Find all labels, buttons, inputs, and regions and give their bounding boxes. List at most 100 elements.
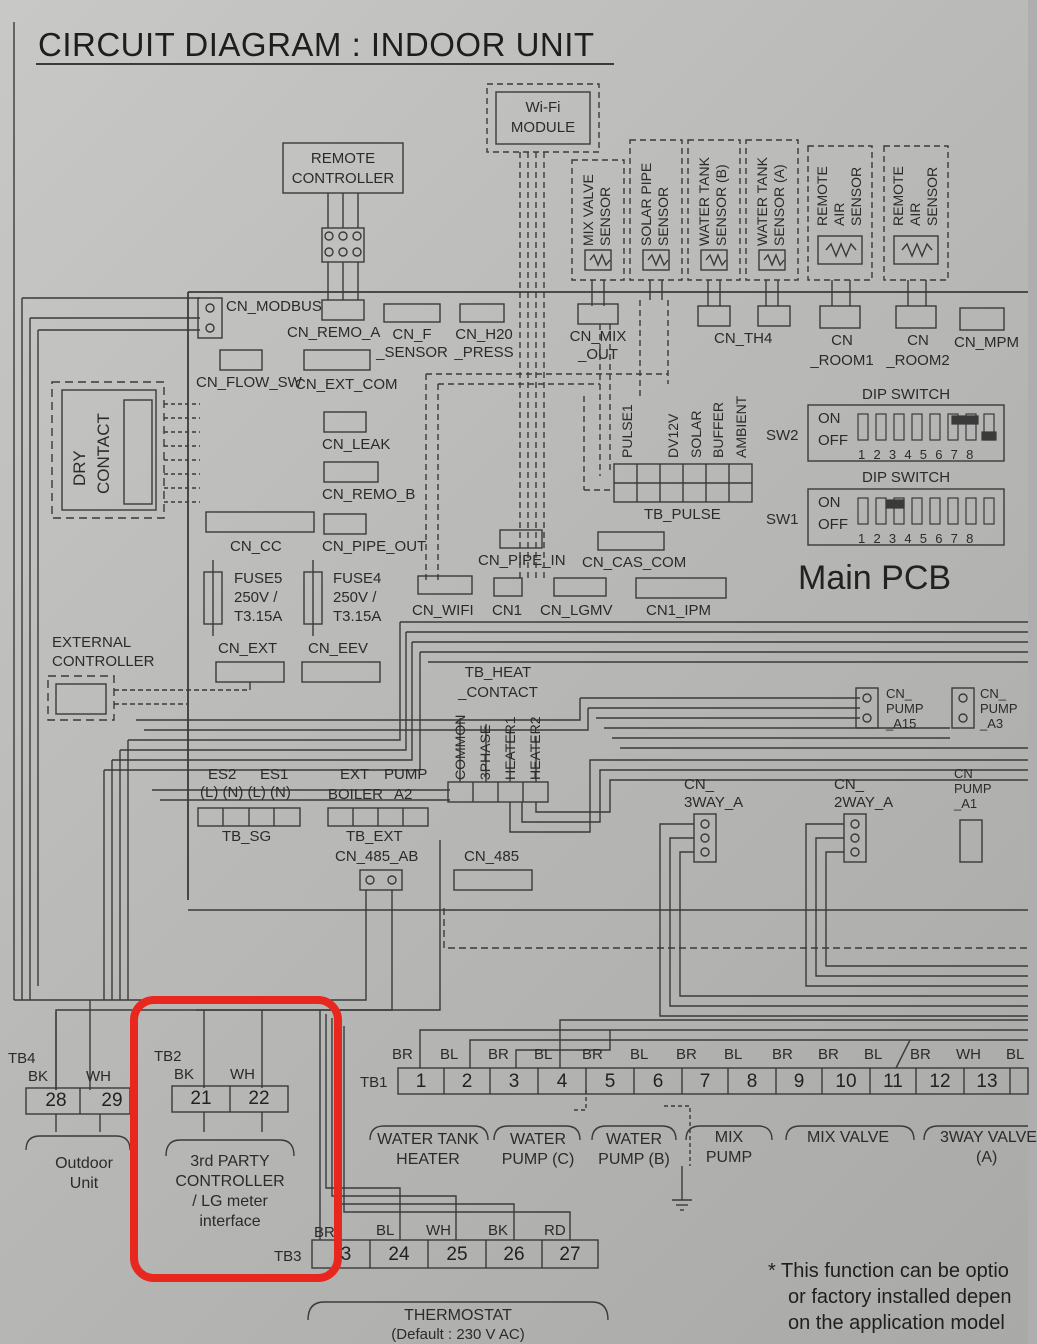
tb-ext-a2: A2 (394, 786, 413, 803)
cn-pump-a3-label-3: _A3 (980, 716, 1004, 731)
cn-h20-press-label-1: CN_H20 (455, 326, 513, 343)
solar-pipe-sensor-label-1: SOLAR PIPE (638, 162, 654, 246)
sw1-label: SW1 (766, 511, 799, 528)
remote-air-sensor-2-label-1: REMOTE (890, 166, 906, 226)
tb1-wire-7: BR (676, 1046, 697, 1063)
tb-sg-es1: ES1 (260, 766, 289, 783)
remote-controller-label-2: CONTROLLER (291, 170, 395, 187)
remote-air-sensor-1-label-3: SENSOR (848, 166, 864, 226)
tb4-wire-bk: BK (28, 1068, 49, 1085)
wifi-module-label-1: Wi-Fi (525, 99, 561, 116)
cn-mix-out-label-2: _OUT (577, 346, 619, 363)
tb1-wire-14: BL (1006, 1046, 1025, 1063)
cn-ext-com-label: CN_EXT_COM (295, 376, 398, 393)
cn-ext-label: CN_EXT (218, 640, 278, 657)
tb-pulse-ch4: BUFFER (710, 402, 726, 458)
cn-3way-a-label-2: 3WAY_A (684, 794, 744, 811)
cn-f-sensor-label-2: _SENSOR (376, 344, 448, 361)
tb-sg-es2: ES2 (208, 766, 237, 783)
mix-pump-label-1: MIX (714, 1129, 744, 1146)
fuse4-label-2: 250V / (333, 589, 377, 606)
tb3-wire-br: BR (314, 1224, 335, 1241)
tb1-wire-6: BL (630, 1046, 649, 1063)
tb-sg-pins: (L) (N) (L) (N) (200, 784, 291, 801)
cn-eev-label: CN_EEV (308, 640, 369, 657)
remote-controller-label-1: REMOTE (310, 150, 376, 167)
tb1-terminal-5: 5 (604, 1071, 616, 1092)
cn-mix-out-label-1: CN_MIX (569, 328, 627, 345)
tb-ext-pump: PUMP (384, 766, 428, 783)
tb4-terminal-28: 28 (45, 1090, 67, 1111)
main-pcb-label: Main PCB (798, 559, 952, 597)
cn-2way-a-label-1: CN_ (834, 776, 865, 793)
heat-contact-3phase: 3PHASE (477, 724, 493, 780)
cn-2way-a-label-2: 2WAY_A (834, 794, 894, 811)
mix-valve-label: MIX VALVE (806, 1129, 890, 1146)
tb3-terminal-27: 27 (559, 1244, 581, 1265)
cn-h20-press-label-2: _PRESS (454, 344, 514, 361)
cn-pipe-in-label: CN_PIPE_IN (478, 552, 566, 569)
tb-pulse-ch3: SOLAR (688, 410, 704, 458)
sw1-on-label: ON (818, 494, 841, 511)
water-tank-a-label-2: SENSOR (A) (771, 164, 787, 246)
sw1-positions: 1 2 3 4 5 6 7 8 (858, 531, 976, 546)
cn-remo-b-label: CN_REMO_B (322, 486, 416, 503)
cn-room2-label-2: _ROOM2 (886, 352, 950, 369)
remote-air-sensor-1-label-2: AIR (831, 202, 847, 226)
fuse5-label-1: FUSE5 (234, 570, 283, 587)
cn1-label: CN1 (492, 602, 523, 619)
dip-switch-title-sw1: DIP SWITCH (862, 469, 951, 486)
cn-f-sensor-label-1: CN_F (392, 326, 432, 343)
tb1-terminal-2: 2 (461, 1071, 473, 1092)
cn-pump-a1-label-3: _A1 (954, 796, 978, 811)
diagram-title: CIRCUIT DIAGRAM : INDOOR UNIT (38, 26, 595, 63)
water-pump-c-label-2: PUMP (C) (501, 1151, 575, 1168)
tb1-wire-4: BL (534, 1046, 553, 1063)
solar-pipe-sensor-label-2: SENSOR (655, 186, 671, 246)
cn-pump-a1-label-2: PUMP (954, 781, 992, 796)
heat-contact-heater2: HEATER2 (527, 716, 543, 780)
sw2-positions: 1 2 3 4 5 6 7 8 (858, 447, 976, 462)
tb1-wire-13: WH (956, 1046, 981, 1063)
cn-mpm-label: CN_MPM (954, 334, 1020, 351)
water-pump-c-label-1: WATER (510, 1131, 566, 1148)
tb1-terminal-4: 4 (556, 1071, 568, 1092)
water-tank-b-label-1: WATER TANK (696, 157, 712, 246)
tb1-terminal-11: 11 (883, 1071, 903, 1092)
tb3-wire-wh: WH (426, 1222, 451, 1239)
footnote-line-2: or factory installed depen (788, 1286, 1012, 1308)
external-controller-label-1: EXTERNAL (52, 634, 132, 651)
tb1-wire-9: BR (772, 1046, 793, 1063)
fuse4-label-1: FUSE4 (333, 570, 382, 587)
footnote-line-3: on the application model (788, 1312, 1005, 1334)
tb1-wire-10: BR (818, 1046, 839, 1063)
tb1-terminal-12: 12 (929, 1071, 951, 1092)
tb3-terminal-25: 25 (446, 1244, 468, 1265)
tb-pulse-ch1: PULSE1 (619, 404, 635, 458)
heat-contact-heater1: HEATER1 (502, 716, 518, 780)
tb1-terminal-6: 6 (652, 1071, 664, 1092)
tb3-wire-bk: BK (488, 1222, 509, 1239)
footnote-line-1: * This function can be optio (768, 1260, 1009, 1282)
cn-wifi-label: CN_WIFI (412, 602, 474, 619)
sw2-label: SW2 (766, 427, 799, 444)
water-tank-b-label-2: SENSOR (B) (713, 164, 729, 246)
tb-heat-contact-label-1: TB_HEAT (464, 664, 532, 681)
third-party-label-2: CONTROLLER (175, 1173, 285, 1190)
tb1-terminal-1: 1 (415, 1071, 427, 1092)
3way-valve-label-1: 3WAY VALVE (940, 1129, 1037, 1146)
tb1-label: TB1 (360, 1074, 388, 1091)
tb-pulse-ch5: AMBIENT (733, 395, 749, 458)
fuse4-label-3: T3.15A (333, 608, 382, 625)
tb-pulse-label: TB_PULSE (644, 506, 721, 523)
remote-air-sensor-2-label-2: AIR (907, 202, 923, 226)
tb1-terminal-7: 7 (699, 1071, 711, 1092)
sw1-off-label: OFF (818, 516, 848, 533)
tb4-label: TB4 (8, 1050, 36, 1067)
cn-pump-a15-label-2: PUMP (886, 701, 924, 716)
tb1-terminal-3: 3 (508, 1071, 520, 1092)
tb4-terminal-29: 29 (101, 1090, 123, 1111)
tb1-wire-2: BL (440, 1046, 459, 1063)
water-tank-a-label-1: WATER TANK (754, 157, 770, 246)
